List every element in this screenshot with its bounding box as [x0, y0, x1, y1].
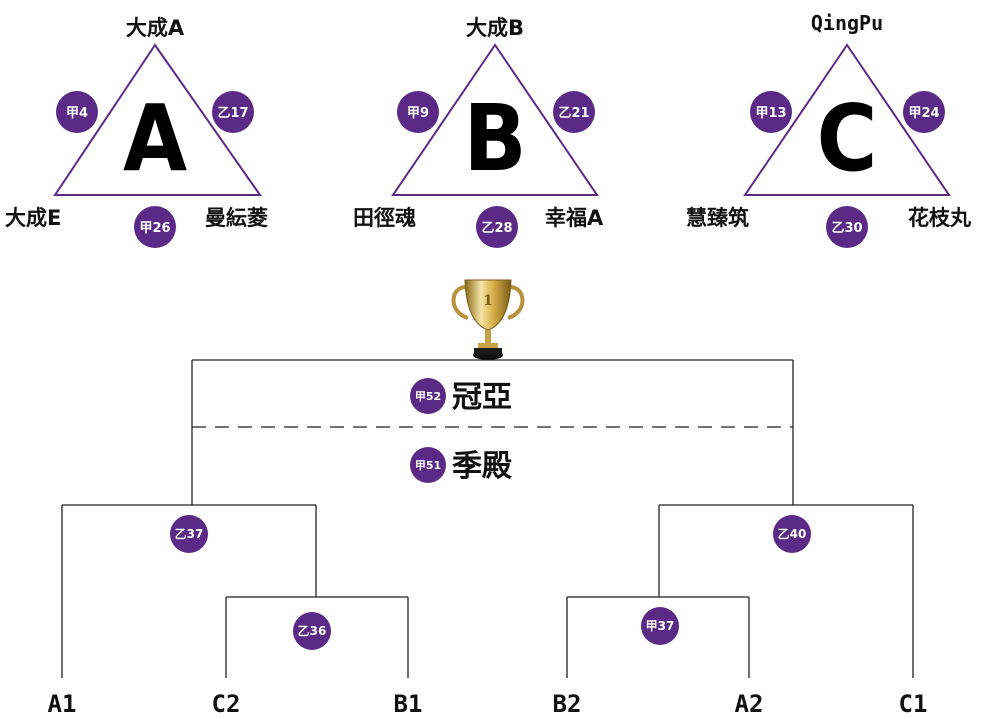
svg-text:甲51: 甲51 [415, 459, 441, 472]
svg-text:甲52: 甲52 [415, 390, 441, 403]
match-badge: 乙37 [170, 515, 208, 553]
match-badge: 乙21 [553, 91, 595, 133]
group-a: A 大成A 大成E 曼紜菱 甲4 乙17 甲26 [5, 16, 268, 248]
match-badge: 甲9 [397, 91, 439, 133]
group-c-letter: C [817, 85, 878, 192]
svg-text:乙30: 乙30 [831, 221, 862, 236]
svg-text:乙36: 乙36 [298, 624, 327, 638]
match-badge: 甲37 [641, 607, 679, 645]
group-a-team-right: 曼紜菱 [205, 206, 268, 230]
match-badge [410, 447, 446, 483]
group-b-letter: B [463, 85, 526, 192]
match-badge [410, 378, 446, 414]
svg-text:甲26: 甲26 [139, 221, 170, 236]
match-badge: 甲24 [903, 91, 945, 133]
svg-text:甲24: 甲24 [908, 106, 939, 121]
svg-text:乙17: 乙17 [217, 106, 248, 121]
group-c-triangle [743, 43, 951, 196]
group-c-team-right: 花枝丸 [908, 206, 972, 230]
svg-text:乙40: 乙40 [778, 527, 807, 541]
match-badge: 乙40 [773, 515, 811, 553]
group-a-team-left: 大成E [5, 206, 61, 230]
bracket-lines [61, 359, 914, 678]
slot-label: A1 [48, 690, 77, 718]
svg-text:乙21: 乙21 [558, 106, 589, 121]
svg-text:甲4: 甲4 [66, 106, 88, 121]
group-a-triangle [53, 43, 262, 196]
svg-text:甲37: 甲37 [646, 619, 675, 633]
champion-label: 冠亞 [452, 380, 512, 415]
slot-label: B2 [553, 690, 582, 718]
group-b-triangle [391, 43, 599, 196]
slot-label: A2 [735, 690, 764, 718]
third-place-match: 甲51 季殿 [410, 447, 512, 484]
group-c: C QingPu 慧臻筑 花枝丸 甲13 甲24 乙30 [686, 11, 972, 248]
third-place-label: 季殿 [452, 449, 512, 484]
match-badge: 乙17 [212, 91, 254, 133]
match-badge: 乙30 [826, 206, 868, 248]
slot-label: B1 [394, 690, 423, 718]
group-b: B 大成B 田徑魂 幸福A 甲9 乙21 乙28 [353, 16, 604, 248]
trophy-icon: 1 [451, 279, 525, 360]
slot-label: C2 [212, 690, 241, 718]
champion-match: 甲52 冠亞 [410, 378, 512, 415]
group-c-team-left: 慧臻筑 [686, 206, 749, 230]
svg-text:甲13: 甲13 [755, 106, 786, 121]
match-badge: 甲13 [750, 91, 792, 133]
group-b-team-left: 田徑魂 [353, 206, 416, 230]
match-badge: 甲26 [134, 206, 176, 248]
group-b-team-right: 幸福A [545, 206, 604, 230]
group-b-team-top: 大成B [466, 16, 524, 40]
group-a-letter: A [123, 85, 187, 192]
svg-text:乙28: 乙28 [481, 221, 512, 236]
match-badge: 乙36 [293, 612, 331, 650]
match-badge: 乙28 [476, 206, 518, 248]
group-a-team-top: 大成A [126, 16, 185, 40]
group-c-team-top: QingPu [811, 11, 883, 35]
bracket-slots: A1 C2 B1 B2 A2 C1 [48, 690, 928, 718]
match-badge: 甲4 [56, 91, 98, 133]
slot-label: C1 [899, 690, 928, 718]
svg-text:1: 1 [483, 293, 493, 309]
svg-text:乙37: 乙37 [175, 527, 204, 541]
svg-text:甲9: 甲9 [407, 106, 429, 121]
